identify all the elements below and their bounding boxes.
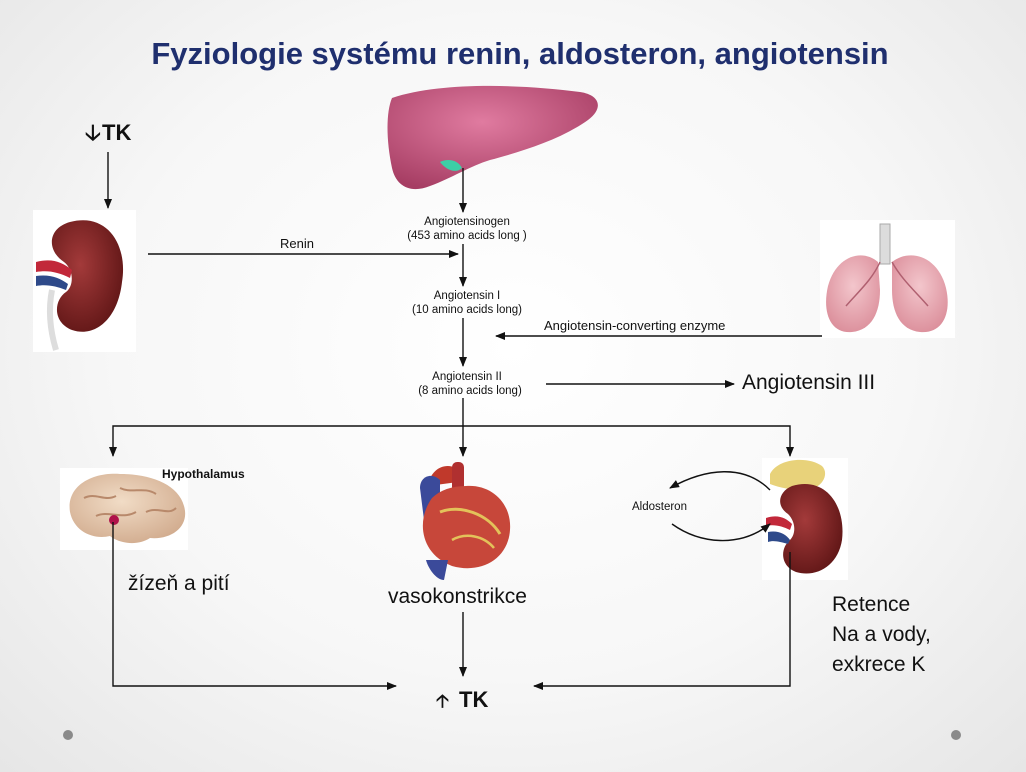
vasoconstriction-label: vasokonstrikce [388,585,527,608]
angiotensin-1-label: Angiotensin I [434,290,501,302]
aldosteron-label: Aldosteron [632,501,687,513]
arrow-hypothalamus-to-tk [112,522,397,690]
retention-line-3: exkrece K [832,653,925,676]
angiotensin-2-label: Angiotensin II [432,371,502,383]
slide-dot-left [63,730,73,740]
aldosteron-arrow-up [669,471,771,491]
down-arrow-icon: 🡣 [85,120,101,145]
retention-line-2: Na a vody, [832,623,931,646]
arrow-kidney-to-tk [533,552,791,690]
high-bp-text: TK [459,687,488,712]
slide-title: Fyziologie systému renin, aldosteron, an… [151,36,888,71]
aldosteron-arrow-down [671,523,771,542]
lungs-image [820,220,955,338]
arrow-to-adrenal [463,425,794,457]
angiotensin-3-label: Angiotensin III [742,371,875,394]
renin-label: Renin [280,236,314,251]
adrenal-kidney-image [762,458,848,580]
brain-image [60,468,188,550]
thirst-label: žízeň a pití [128,572,230,595]
angiotensin-1-detail: (10 amino acids long) [412,304,522,316]
retention-line-1: Retence [832,593,910,616]
arrow-to-hypothalamus [109,425,463,457]
kidney-image [33,210,136,352]
heart-image [420,462,511,580]
angiotensinogen-label: Angiotensinogen [424,216,510,228]
low-bp-label: 🡣 TK [85,120,131,145]
slide-dot-right [951,730,961,740]
angiotensin-2-detail: (8 amino acids long) [418,385,522,397]
liver-image [387,85,598,190]
low-bp-text: TK [102,120,131,145]
high-bp-label: 🡡 TK [436,687,488,712]
hypothalamus-label: Hypothalamus [162,467,245,481]
ace-label: Angiotensin-converting enzyme [544,318,725,333]
angiotensinogen-detail: (453 amino acids long ) [407,230,527,242]
up-arrow-icon: 🡡 [436,691,449,711]
